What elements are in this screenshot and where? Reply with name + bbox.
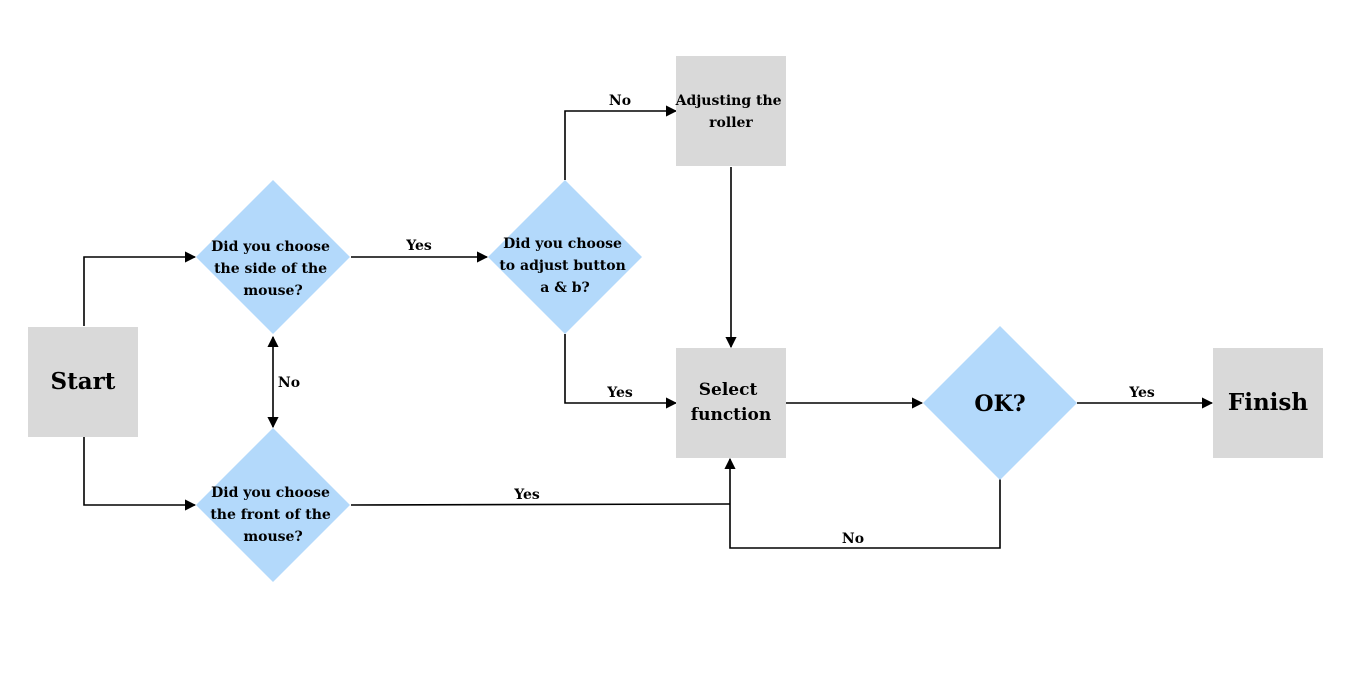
adjust-diamond	[488, 180, 642, 334]
roller-box	[676, 56, 786, 166]
connectors	[83, 105, 1214, 549]
finish-label: Finish	[1228, 389, 1308, 416]
side-diamond	[196, 180, 350, 334]
front-question: Did you choose the front of the mouse?	[210, 485, 335, 545]
node-ok-decision: OK?	[923, 326, 1077, 480]
label-adjust-select-yes: Yes	[606, 385, 633, 401]
edge-adjust-to-roller	[564, 105, 678, 180]
start-label: Start	[51, 368, 116, 395]
edge-start-to-side	[83, 251, 197, 326]
node-start: Start	[28, 327, 138, 437]
node-front-decision: Did you choose the front of the mouse?	[196, 428, 350, 582]
label-side-adjust-yes: Yes	[405, 238, 432, 254]
edge-adjust-to-select	[564, 334, 678, 409]
finish-box	[1213, 348, 1323, 458]
side-question: Did you choose the side of the mouse?	[211, 239, 335, 299]
ok-question: OK?	[974, 391, 1025, 417]
node-adjust-decision: Did you choose to adjust button a & b?	[488, 180, 642, 334]
node-finish: Finish	[1213, 348, 1323, 458]
start-box	[28, 327, 138, 437]
edge-start-to-front	[83, 437, 197, 511]
edge-ok-to-select-no	[724, 457, 1001, 549]
adjust-question: Did you choose to adjust button a & b?	[499, 236, 630, 296]
edge-labels: Yes No No Yes Yes Yes No	[278, 93, 1155, 547]
node-side-decision: Did you choose the side of the mouse?	[196, 180, 350, 334]
roller-label: Adjusting the roller	[675, 93, 787, 131]
select-label: Select function	[691, 380, 771, 425]
edge-front-to-select	[350, 503, 731, 506]
label-ok-select-no: No	[842, 531, 864, 547]
select-box	[676, 348, 786, 458]
label-adjust-roller-no: No	[609, 93, 631, 109]
node-roller: Adjusting the roller	[675, 56, 787, 166]
ok-diamond	[923, 326, 1077, 480]
label-front-select-yes: Yes	[513, 487, 540, 503]
front-diamond	[196, 428, 350, 582]
label-side-front-no: No	[278, 375, 300, 391]
node-select: Select function	[676, 348, 786, 458]
label-ok-finish-yes: Yes	[1128, 385, 1155, 401]
